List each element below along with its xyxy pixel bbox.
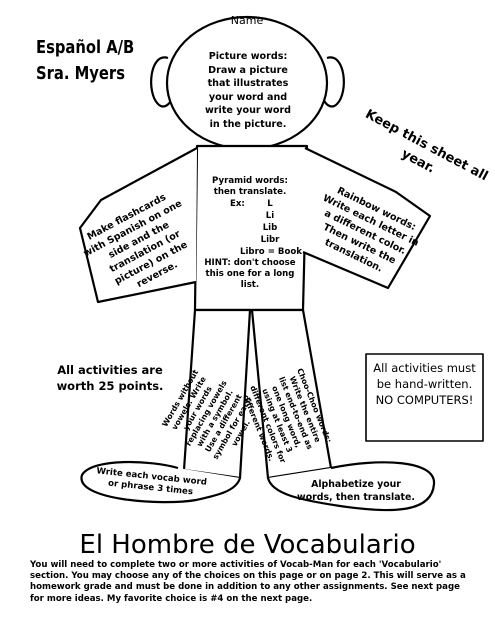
pyramid-level-2: Li [265, 211, 275, 221]
right-foot-outline [266, 461, 436, 512]
pyramid-level-4: Libr [260, 235, 280, 245]
pyramid-level-3: Lib [262, 223, 278, 233]
handwritten-note: All activities must be hand-written. NO … [373, 361, 476, 407]
right-ear [321, 56, 345, 108]
alphabetize-text: Alphabetize your words, then translate. [297, 479, 415, 503]
pyramid-hint: HINT: don't choose this one for a long l… [204, 258, 296, 290]
teacher-label: Sra. Myers [36, 63, 126, 84]
left-arm-outline [78, 147, 198, 304]
points-note: All activities are worth 25 points. [56, 363, 164, 393]
page-title: El Hombre de Vocabulario [79, 530, 416, 560]
pyramid-level-1: L [267, 199, 273, 209]
instructions-text: You will need to complete two or more ac… [30, 560, 466, 604]
left-foot-outline [80, 460, 242, 504]
pyramid-example-label: Ex: [230, 199, 245, 209]
name-label: Name [230, 14, 264, 27]
left-ear [150, 56, 174, 108]
course-label: Español A/B [36, 37, 135, 58]
handwritten-note-box [365, 353, 484, 442]
pyramid-level-5: Libro = Book [240, 247, 302, 257]
right-arm-outline [302, 147, 432, 290]
picture-words-text: Picture words: Draw a picture that illus… [204, 51, 292, 130]
pyramid-words-title: Pyramid words: then translate. [212, 176, 288, 197]
